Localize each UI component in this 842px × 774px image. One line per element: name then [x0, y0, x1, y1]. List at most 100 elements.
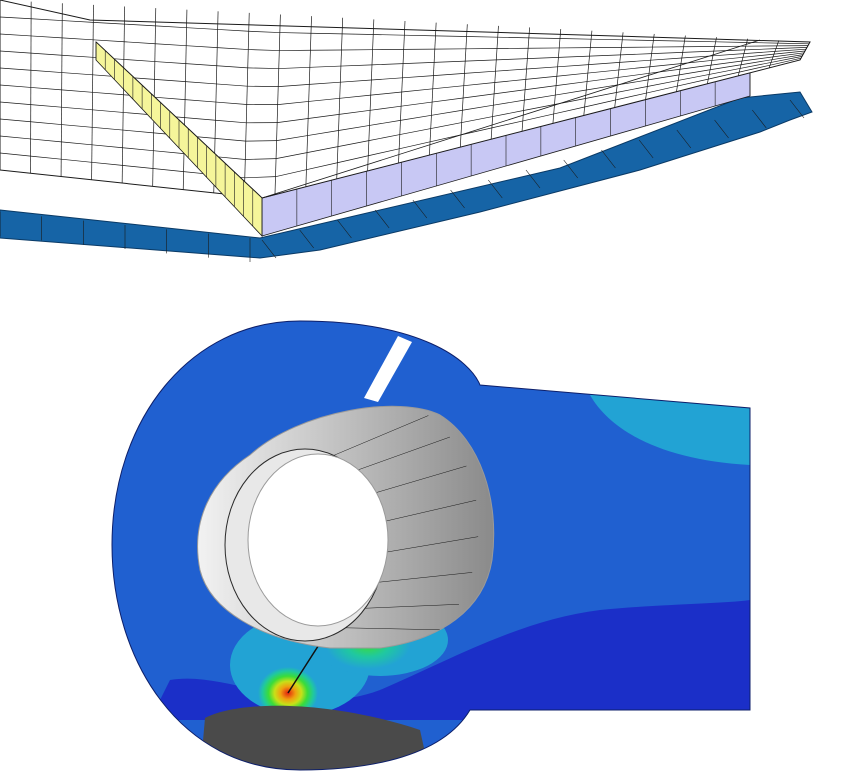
mesh-line-longitudinal — [0, 33, 32, 37]
mesh-line-longitudinal — [399, 128, 431, 135]
mesh-line-longitudinal — [306, 146, 338, 153]
mesh-line-longitudinal — [185, 99, 216, 103]
mesh-line-longitudinal — [586, 84, 618, 91]
mesh-line-longitudinal — [309, 81, 341, 85]
base-plate-step-edges — [0, 99, 805, 262]
mesh-line-longitudinal — [464, 70, 496, 74]
bushing-facet-lines — [333, 415, 479, 631]
mesh-line-longitudinal — [0, 135, 31, 140]
mesh-line-longitudinal — [432, 97, 464, 103]
mesh-line-longitudinal — [276, 135, 308, 141]
mesh-line-longitudinal — [30, 155, 62, 160]
mesh-line-longitudinal — [215, 101, 247, 105]
mesh-line-longitudinal — [0, 152, 31, 157]
mesh-line-longitudinal — [463, 93, 495, 99]
mesh-line-longitudinal — [186, 27, 218, 30]
mesh-line-longitudinal — [371, 63, 404, 66]
stiffened-plate-mesh — [0, 0, 813, 262]
mesh-line-longitudinal — [653, 40, 685, 42]
mesh-line-longitudinal — [523, 104, 555, 111]
base-step-edge — [299, 229, 314, 249]
lug-outline — [111, 320, 751, 771]
mesh-line-longitudinal — [712, 53, 744, 57]
bushing-bore — [247, 453, 389, 627]
mesh-line-longitudinal — [340, 79, 372, 83]
mesh-line-longitudinal — [373, 34, 405, 36]
mesh-line-longitudinal — [30, 87, 62, 91]
mesh-line-longitudinal — [677, 78, 709, 87]
mesh-line-longitudinal — [92, 109, 124, 113]
mesh-line-longitudinal — [122, 129, 154, 134]
base-plate — [0, 91, 813, 259]
edge-band-mesh-lines — [261, 68, 751, 236]
mesh-line-longitudinal — [556, 72, 588, 77]
mesh-line-longitudinal — [770, 56, 803, 63]
mesh-line-longitudinal — [555, 89, 587, 96]
mesh-line-longitudinal — [681, 55, 713, 59]
mesh-line-longitudinal — [527, 57, 559, 59]
mesh-line-longitudinal — [275, 152, 308, 159]
mesh-line-longitudinal — [368, 134, 400, 141]
mesh-line-longitudinal — [495, 68, 527, 72]
base-step-edge — [789, 99, 805, 119]
base-step-edge — [563, 159, 578, 179]
mesh-line-longitudinal — [557, 64, 589, 68]
mesh-line-longitudinal — [30, 69, 62, 73]
mesh-line-longitudinal — [494, 89, 526, 95]
diagonal-mesh-line — [261, 39, 761, 199]
mesh-line-longitudinal — [588, 62, 620, 65]
mesh-line-longitudinal — [310, 32, 343, 35]
mesh-line-longitudinal — [465, 59, 497, 62]
bushing-facet-line — [371, 465, 467, 495]
mesh-line-longitudinal — [278, 66, 310, 69]
mesh-line-longitudinal — [711, 56, 743, 61]
mesh-line-longitudinal — [403, 61, 435, 64]
mesh-line-longitudinal — [682, 50, 714, 53]
mesh-line-longitudinal — [710, 60, 743, 66]
mesh-line-longitudinal — [0, 67, 31, 71]
mesh-line-longitudinal — [31, 35, 63, 39]
mesh-line-longitudinal — [30, 121, 62, 125]
crack-line — [287, 639, 323, 694]
mesh-line-longitudinal — [61, 89, 93, 93]
mesh-line-longitudinal — [710, 64, 742, 71]
mesh-line-longitudinal — [186, 45, 218, 48]
bushing-facet-line — [333, 415, 429, 456]
mesh-line-longitudinal — [248, 49, 280, 51]
mesh-line-longitudinal — [275, 169, 307, 178]
mesh-line-longitudinal — [431, 109, 463, 116]
mesh-line-longitudinal — [245, 158, 277, 160]
mesh-line-longitudinal — [591, 38, 623, 41]
mesh-line-longitudinal — [497, 36, 529, 39]
mesh-line-longitudinal — [399, 141, 431, 150]
mesh-line-longitudinal — [215, 119, 247, 124]
mesh-line-longitudinal — [617, 79, 649, 86]
base-step-edge — [752, 109, 767, 129]
mesh-line-longitudinal — [277, 118, 309, 123]
mesh-line-longitudinal — [741, 59, 773, 66]
mesh-line-longitudinal — [559, 38, 592, 40]
mesh-line-longitudinal — [0, 118, 31, 123]
mesh-line-longitudinal — [648, 74, 680, 81]
lug-slit — [364, 336, 412, 402]
mesh-line-longitudinal — [216, 65, 248, 69]
mesh-line-longitudinal — [122, 147, 154, 152]
mesh-line-longitudinal — [92, 91, 124, 96]
base-step-edge — [261, 239, 277, 259]
mesh-line-longitudinal — [369, 120, 401, 126]
mesh-line-longitudinal — [616, 86, 648, 93]
mesh-line-longitudinal — [615, 92, 647, 101]
mesh-line-longitudinal — [368, 148, 400, 157]
mesh-line-longitudinal — [0, 84, 31, 88]
mesh-line-longitudinal — [496, 58, 528, 61]
mesh-line-longitudinal — [435, 35, 467, 37]
mesh-line-longitudinal — [648, 68, 681, 74]
mesh-line-longitudinal — [307, 130, 339, 136]
mesh-line-longitudinal — [587, 69, 619, 74]
base-step-edge — [337, 219, 352, 239]
mesh-line-longitudinal — [777, 42, 810, 45]
mesh-line-longitudinal — [522, 113, 554, 122]
mesh-line-longitudinal — [215, 138, 246, 142]
mesh-line-longitudinal — [401, 88, 433, 93]
contour-level-1-region — [150, 600, 750, 720]
